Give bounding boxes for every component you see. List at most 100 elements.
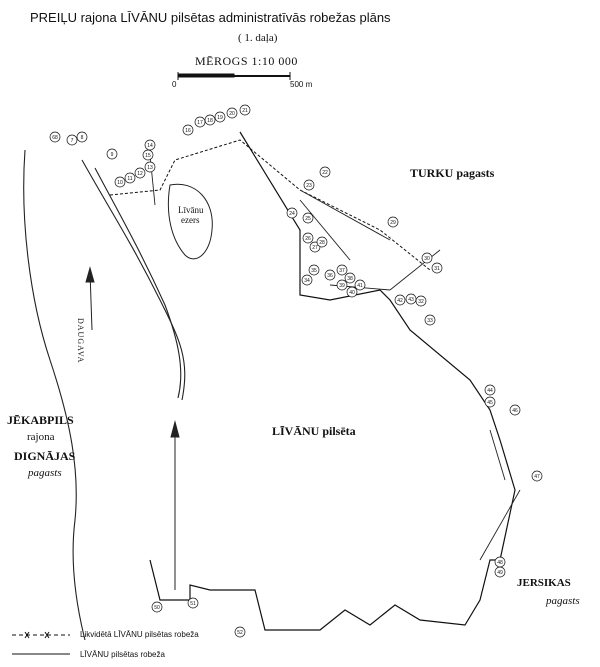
roads (149, 154, 521, 561)
svg-text:22: 22 (322, 170, 328, 176)
svg-text:13: 13 (147, 165, 153, 171)
svg-text:30: 30 (424, 256, 430, 262)
svg-text:31: 31 (434, 266, 440, 272)
marker-37: 37 (336, 264, 348, 276)
marker-19: 19 (214, 111, 226, 123)
marker-18: 18 (204, 114, 216, 126)
marker-11: 11 (124, 172, 136, 184)
marker-42: 42 (394, 294, 406, 306)
marker-41: 41 (354, 279, 366, 291)
livanu-lake (167, 183, 213, 260)
scale-start: 0 (172, 80, 177, 89)
legend-old-boundary: Likvidētā LĪVĀNU pilsētas robeža (80, 630, 199, 639)
marker-16: 16 (182, 124, 194, 136)
markers: 68 7 8 9 10 11 12 13 14 15 16 17 18 19 2… (49, 104, 543, 638)
marker-26: 26 (302, 232, 314, 244)
svg-text:23: 23 (306, 183, 312, 189)
marker-28: 28 (316, 236, 328, 248)
marker-14: 14 (144, 139, 156, 151)
map-part: ( 1. daļa) (238, 32, 278, 44)
marker-15: 15 (142, 149, 154, 161)
svg-text:11: 11 (127, 176, 132, 182)
marker-10: 10 (114, 176, 126, 188)
lake-label-1: Līvānu (178, 205, 204, 215)
svg-text:40: 40 (349, 290, 355, 296)
svg-text:20: 20 (229, 111, 235, 117)
svg-text:28: 28 (319, 240, 325, 246)
svg-text:35: 35 (311, 268, 317, 274)
jekabpils-label-2: rajona (27, 431, 55, 443)
marker-30: 30 (421, 252, 433, 264)
svg-text:45: 45 (487, 400, 493, 406)
scale-end: 500 m (290, 80, 313, 89)
river-flow-arrow (85, 266, 95, 331)
svg-text:19: 19 (217, 115, 223, 121)
svg-text:68: 68 (52, 135, 58, 141)
jersikas-label-2: pagasts (546, 595, 580, 607)
daugava-river (23, 149, 186, 641)
svg-text:33: 33 (427, 318, 433, 324)
marker-50: 50 (151, 601, 163, 613)
marker-52: 52 (234, 626, 246, 638)
marker-24: 24 (286, 207, 298, 219)
marker-17: 17 (194, 116, 206, 128)
marker-38: 38 (344, 272, 356, 284)
svg-text:18: 18 (207, 118, 213, 124)
marker-43: 43 (405, 293, 417, 305)
svg-text:8: 8 (81, 135, 84, 141)
marker-49: 49 (494, 566, 506, 578)
marker-8: 8 (76, 131, 88, 143)
svg-text:42: 42 (397, 298, 403, 304)
marker-29: 29 (387, 216, 399, 228)
marker-44: 44 (484, 384, 496, 396)
svg-text:21: 21 (242, 108, 248, 114)
marker-12: 12 (134, 167, 146, 179)
svg-text:25: 25 (305, 216, 311, 222)
turku-label: TURKU pagasts (410, 166, 495, 180)
svg-text:16: 16 (185, 128, 191, 134)
marker-31: 31 (431, 262, 443, 274)
marker-46: 46 (509, 404, 521, 416)
marker-36: 36 (324, 269, 336, 281)
svg-text:14: 14 (147, 143, 153, 149)
svg-text:51: 51 (190, 601, 196, 607)
marker-34: 34 (301, 274, 313, 286)
flow-arrow-lower (170, 420, 180, 590)
svg-text:9: 9 (111, 152, 114, 158)
svg-text:12: 12 (137, 171, 143, 177)
svg-text:7: 7 (71, 138, 74, 144)
svg-text:27: 27 (312, 245, 318, 251)
svg-text:17: 17 (197, 120, 203, 126)
marker-9: 9 (106, 148, 118, 160)
marker-32: 32 (415, 295, 427, 307)
svg-text:32: 32 (418, 299, 424, 305)
svg-text:10: 10 (117, 180, 123, 186)
marker-25: 25 (302, 212, 314, 224)
marker-68: 68 (49, 131, 61, 143)
river-label: DAUGAVA (76, 318, 85, 364)
scale-bar (177, 72, 291, 80)
town-boundary (149, 131, 516, 631)
jekabpils-label-4: pagasts (28, 467, 62, 479)
jekabpils-label-1: JĒKABPILS (7, 413, 74, 427)
legend-sample-old (12, 631, 70, 639)
marker-20: 20 (226, 107, 238, 119)
svg-text:49: 49 (497, 570, 503, 576)
lake-label-2: ezers (181, 215, 200, 225)
svg-text:52: 52 (237, 630, 243, 636)
marker-47: 47 (531, 470, 543, 482)
svg-text:46: 46 (512, 408, 518, 414)
marker-39: 39 (336, 279, 348, 291)
marker-13: 13 (144, 161, 156, 173)
svg-text:47: 47 (534, 474, 540, 480)
marker-48: 48 (494, 556, 506, 568)
svg-text:24: 24 (289, 211, 295, 217)
svg-text:36: 36 (327, 273, 333, 279)
svg-text:48: 48 (497, 560, 503, 566)
marker-22: 22 (319, 166, 331, 178)
svg-text:38: 38 (347, 276, 353, 282)
jersikas-label-1: JERSIKAS (517, 577, 571, 589)
svg-text:34: 34 (304, 278, 310, 284)
marker-45: 45 (484, 396, 496, 408)
svg-text:37: 37 (339, 268, 345, 274)
